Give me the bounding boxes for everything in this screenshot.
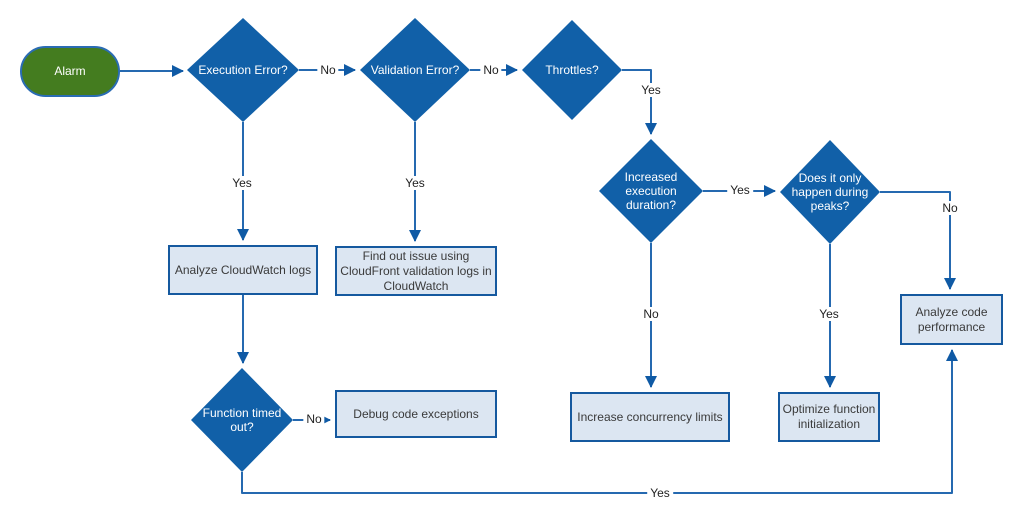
edge-label-function-timed-out-no: No xyxy=(303,412,325,426)
edge-label-validation-error-yes: Yes xyxy=(402,176,428,190)
node-throttles-label: Throttles? xyxy=(545,62,599,77)
edge-label-throttles-yes: Yes xyxy=(638,83,664,97)
node-function-timed-out-label: Function timed out? xyxy=(202,405,282,434)
node-analyze-cloudwatch-logs-label: Analyze CloudWatch logs xyxy=(174,262,312,277)
node-increased-duration-label: Increased execution duration? xyxy=(624,169,678,213)
edge-label-function-timed-out-yes: Yes xyxy=(647,486,673,500)
edge-label-validation-error-no: No xyxy=(480,63,502,77)
edge-label-peaks-no: No xyxy=(939,201,961,215)
node-alarm-label: Alarm xyxy=(54,64,86,79)
edge-function-timed-out-to-analyze-code-performance xyxy=(241,349,958,494)
node-optimize-function-initialization-label: Optimize function initialization xyxy=(782,402,876,431)
node-validation-error-label: Validation Error? xyxy=(370,62,460,77)
edge-label-increased-duration-no: No xyxy=(640,307,662,321)
edge-throttles-to-increased-duration xyxy=(622,69,657,135)
edge-label-execution-error-yes: Yes xyxy=(229,176,255,190)
node-optimize-function-initialization: Optimize function initialization xyxy=(778,392,880,442)
node-increase-concurrency-limits: Increase concurrency limits xyxy=(570,392,730,442)
node-find-out-issue-label: Find out issue using CloudFront validati… xyxy=(340,248,492,293)
node-debug-code-exceptions-label: Debug code exceptions xyxy=(353,406,479,421)
node-debug-code-exceptions: Debug code exceptions xyxy=(335,390,497,438)
node-execution-error-label: Execution Error? xyxy=(198,62,288,77)
node-analyze-code-performance: Analyze code performance xyxy=(900,294,1003,345)
node-analyze-code-performance-label: Analyze code performance xyxy=(915,304,988,334)
node-analyze-cloudwatch-logs: Analyze CloudWatch logs xyxy=(168,245,318,295)
node-peaks-label: Does it only happen during peaks? xyxy=(791,170,869,214)
node-find-out-issue: Find out issue using CloudFront validati… xyxy=(335,246,497,296)
edge-label-peaks-yes: Yes xyxy=(816,307,842,321)
node-alarm: Alarm xyxy=(20,46,120,97)
edge-label-execution-error-no: No xyxy=(317,63,339,77)
node-increase-concurrency-limits-label: Increase concurrency limits xyxy=(577,409,723,424)
edge-peaks-to-analyze-code-performance xyxy=(880,191,956,290)
edge-label-increased-duration-yes: Yes xyxy=(727,183,753,197)
